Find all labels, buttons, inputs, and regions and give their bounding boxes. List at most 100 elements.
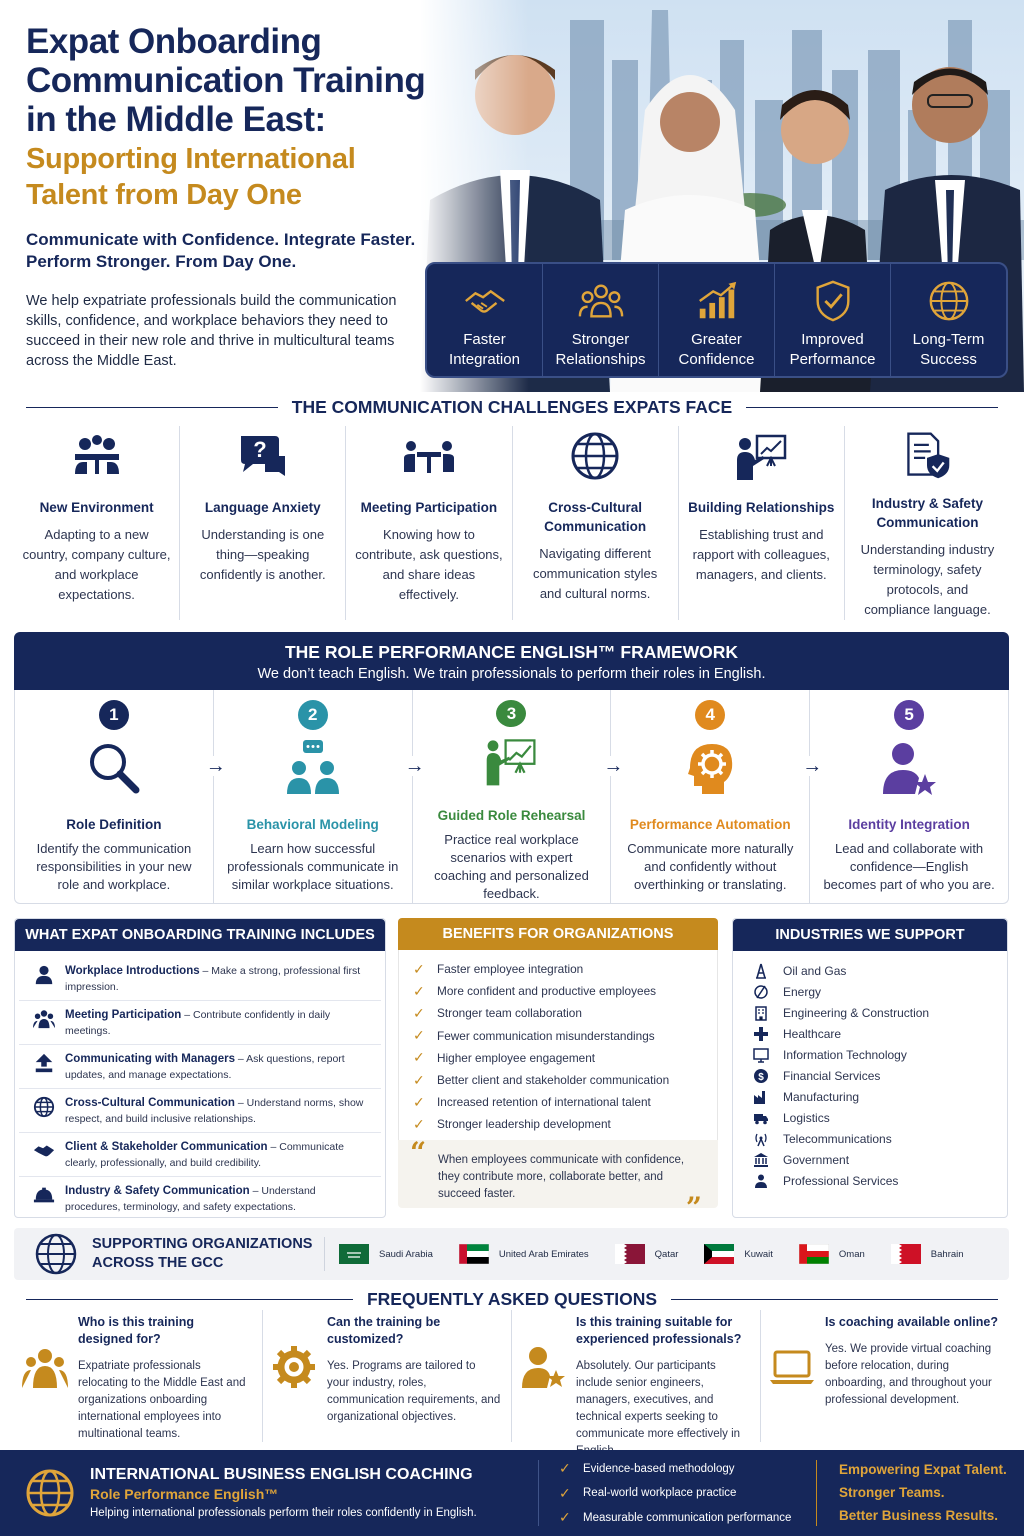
hero-text-block: Expat Onboarding Communication Training …: [26, 22, 426, 371]
challenge-item: Meeting Participation Knowing how to con…: [346, 426, 513, 620]
country-item: Saudi Arabia: [339, 1244, 433, 1264]
hero-photo-illustration: [420, 0, 1024, 392]
challenge-desc: Understanding industry terminology, safe…: [860, 542, 995, 617]
benefit-item: ✓Increased retention of international ta…: [413, 1091, 703, 1113]
footer-point-text: Evidence-based methodology: [583, 1462, 735, 1475]
person-star-icon: [522, 1347, 565, 1388]
people-group-icon: [578, 284, 623, 318]
step-number-badge: 3: [496, 700, 527, 727]
industries-heading: INDUSTRIES WE SUPPORT: [733, 919, 1007, 951]
challenge-title: New Environment: [39, 500, 154, 515]
step-number-badge: 5: [894, 700, 925, 730]
industry-item: Government: [733, 1149, 1007, 1170]
check-icon: ✓: [559, 1484, 571, 1501]
faq-heading: FREQUENTLY ASKED QUESTIONS: [26, 1288, 998, 1310]
check-icon: ✓: [413, 960, 425, 977]
section-title: THE COMMUNICATION CHALLENGES EXPATS FACE: [291, 396, 733, 417]
footer-points: ✓ Evidence-based methodology ✓ Real-world …: [538, 1460, 816, 1526]
framework-subtitle: We don’t teach English. We train profess…: [257, 666, 766, 682]
svg-text:?: ?: [253, 437, 266, 462]
benefit-improved-performance: Improved Performance: [775, 264, 891, 376]
faq-answer: Expatriate professionals relocating to t…: [78, 1360, 246, 1440]
step-number-badge: 2: [297, 700, 328, 730]
benefit-label: Greater Confidence: [678, 331, 755, 368]
arrow-right-icon: →: [603, 755, 624, 777]
faq-item: Who is this training designed for? Expat…: [14, 1310, 263, 1442]
include-desc: Understand procedures, terminology, and …: [65, 1185, 316, 1213]
include-item: Workplace Introductions – Make a strong,…: [19, 957, 381, 1001]
framework-step: 4 Performance Automation Communicate mor…: [611, 690, 823, 903]
country-name: United Arab Emirates: [498, 1248, 589, 1260]
saudi-flag-icon: [339, 1244, 369, 1264]
arrow-right-icon: →: [404, 755, 425, 777]
footer-point: ✓ Real-world workplace practice: [559, 1485, 816, 1502]
industry-label: Manufacturing: [783, 1089, 860, 1104]
slogan-line: Empowering Expat Talent.: [839, 1462, 1007, 1477]
truck-icon: [754, 1113, 768, 1124]
building-icon: [755, 1005, 767, 1021]
meeting-table-icon: [403, 441, 454, 473]
globe-icon: [929, 281, 968, 321]
benefit-text: Higher employee engagement: [437, 1050, 596, 1065]
challenge-desc: Understanding is one thing—speaking conf…: [199, 527, 326, 582]
footer-point-text: Real-world workplace practice: [583, 1487, 737, 1499]
country-item: Qatar: [614, 1244, 678, 1264]
faq-answer: Yes. We provide virtual coaching before …: [825, 1343, 992, 1406]
oman-flag-icon: [798, 1244, 829, 1264]
gear-icon: [273, 1346, 315, 1388]
benefit-faster-integration: Faster Integration: [427, 264, 543, 376]
footer-point-text: Measurable communication performance: [583, 1511, 792, 1524]
include-item: Communicating with Managers – Ask questi…: [19, 1045, 381, 1089]
include-desc: Communicate clearly, professionally, and…: [65, 1141, 345, 1169]
faq-question: Who is this training designed for?: [78, 1315, 194, 1346]
gcc-bar: SUPPORTING ORGANIZATIONS ACROSS THE GCC …: [14, 1228, 1009, 1280]
gcc-title: SUPPORTING ORGANIZATIONS ACROSS THE GCC: [92, 1236, 313, 1271]
benefit-text: Faster employee integration: [437, 962, 584, 977]
benefit-item: ✓More confident and productive employees: [413, 980, 703, 1002]
industry-label: Logistics: [783, 1110, 830, 1125]
qatar-flag-icon: [614, 1244, 645, 1264]
challenge-title: Building Relationships: [688, 500, 835, 515]
challenge-item: New Environment Adapting to a new countr…: [14, 426, 181, 620]
industries-panel: INDUSTRIES WE SUPPORT Oil and Gas Energy…: [732, 918, 1008, 1218]
country-item: Kuwait: [704, 1244, 773, 1264]
includes-heading: WHAT EXPAT ONBOARDING TRAINING INCLUDES: [15, 919, 385, 951]
hard-hat-icon: [33, 1187, 55, 1203]
benefit-label: Improved Performance: [789, 331, 876, 368]
page-title: Expat Onboarding Communication Training …: [26, 22, 426, 139]
team-table-icon: [74, 435, 119, 474]
include-title: Client & Stakeholder Communication: [65, 1141, 268, 1153]
step-desc: Lead and collaborate with confidence—Eng…: [823, 841, 995, 892]
benefit-long-term-success: Long-Term Success: [891, 264, 1006, 376]
benefit-item: ✓Stronger team collaboration: [413, 1002, 703, 1024]
industry-label: Energy: [783, 984, 822, 999]
hero-section: Expat Onboarding Communication Training …: [0, 0, 1024, 392]
handshake-icon: [33, 1145, 55, 1157]
globe-icon: [571, 432, 619, 480]
industry-item: Energy: [733, 981, 1007, 1002]
country-item: Bahrain: [890, 1244, 964, 1264]
check-icon: ✓: [413, 1027, 425, 1044]
faq-question: Can the training be customized?: [327, 1315, 441, 1346]
page-subtitle: Supporting International Talent from Day…: [26, 143, 356, 211]
footer: INTERNATIONAL BUSINESS ENGLISH COACHING …: [0, 1450, 1024, 1536]
energy-icon: [754, 984, 768, 999]
industry-item: Engineering & Construction: [733, 1002, 1007, 1023]
industry-item: Logistics: [733, 1107, 1007, 1128]
arrow-right-icon: →: [205, 755, 226, 777]
monitor-icon: [753, 1047, 769, 1063]
laptop-icon: [770, 1350, 814, 1384]
challenge-title: Industry & Safety Communication: [871, 496, 983, 530]
challenge-item: Industry & Safety Communication Understa…: [845, 426, 1010, 620]
arrow-right-icon: →: [802, 755, 823, 777]
person-star-icon: [883, 743, 937, 795]
industry-item: Manufacturing: [733, 1086, 1007, 1107]
step-desc: Identify the communication responsibilit…: [36, 841, 192, 892]
check-icon: ✓: [413, 1115, 425, 1132]
arrow-up-icon: [35, 1053, 53, 1073]
industry-item: Healthcare: [733, 1023, 1007, 1044]
industry-label: Information Technology: [783, 1047, 907, 1062]
benefits-quote: “ When employees communicate with confid…: [398, 1138, 718, 1221]
hero-tagline: Communicate with Confidence. Integrate F…: [26, 230, 416, 271]
check-icon: ✓: [413, 1093, 425, 1110]
